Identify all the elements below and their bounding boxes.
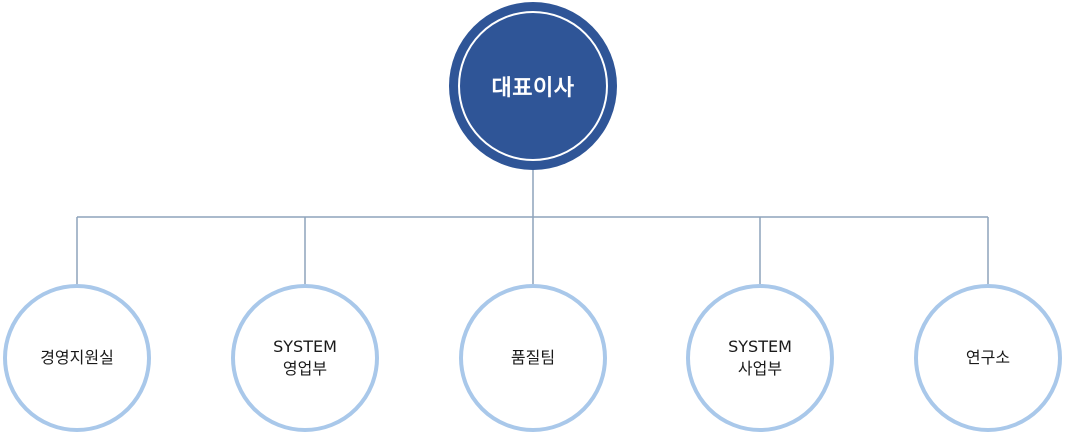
child-node-research-lab: 연구소 (914, 284, 1062, 432)
root-inner-ring: 대표이사 (458, 11, 608, 161)
child-node-label-line-1: SYSTEM (728, 337, 792, 356)
child-node-label-line-2: 사업부 (737, 359, 783, 378)
child-node-label: 연구소 (965, 348, 1011, 367)
child-node-label-line-2: 영업부 (282, 359, 328, 378)
child-node-system-business: SYSTEM 사업부 (686, 284, 834, 432)
child-node-management-support: 경영지원실 (3, 284, 151, 432)
root-node-ceo: 대표이사 (449, 2, 617, 170)
child-node-label: 경영지원실 (40, 348, 114, 367)
child-node-label-line-1: SYSTEM (273, 337, 337, 356)
root-node-label: 대표이사 (491, 76, 575, 101)
child-node-system-sales: SYSTEM 영업부 (231, 284, 379, 432)
child-node-quality-team: 품질팀 (459, 284, 607, 432)
child-node-label: 품질팀 (510, 348, 556, 367)
